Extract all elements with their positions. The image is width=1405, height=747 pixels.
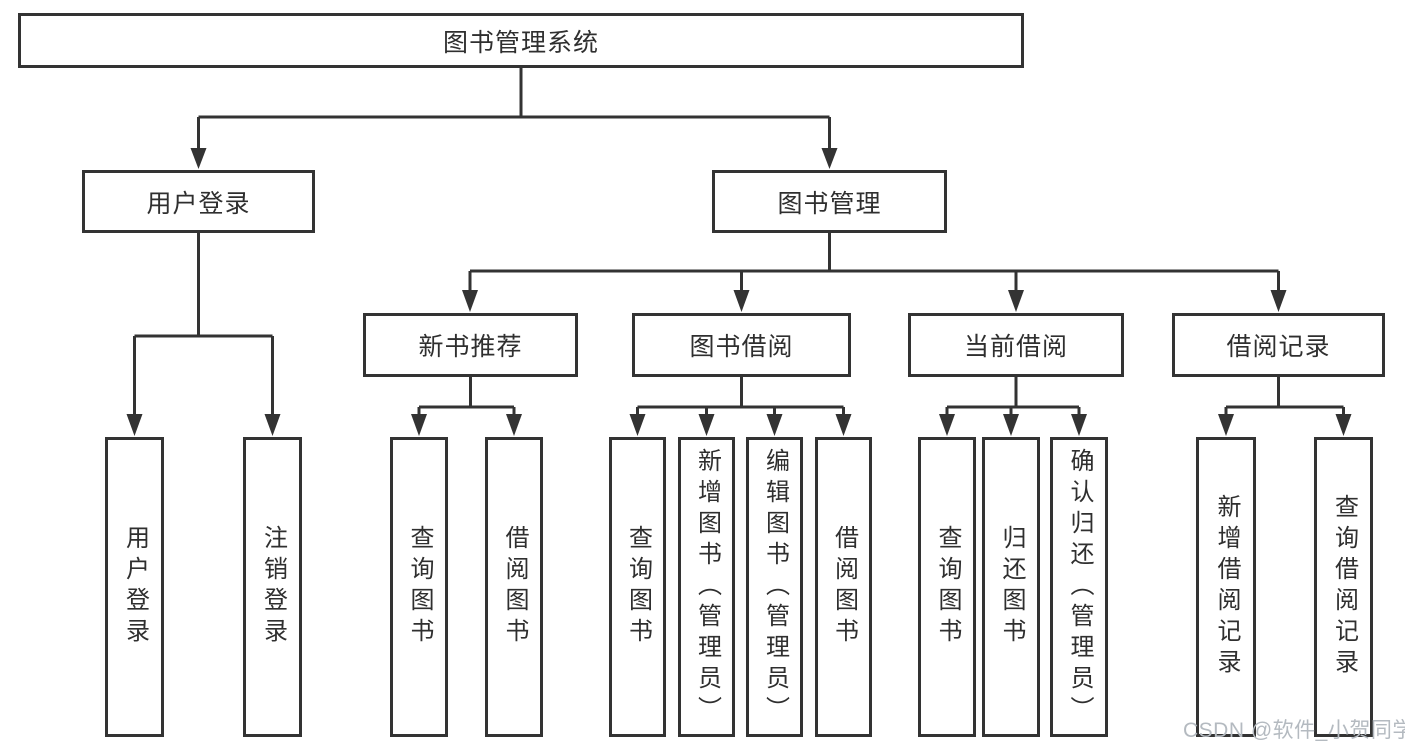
connector-current-borrow xyxy=(945,377,1081,415)
node-current-borrow-label: 当前借阅 xyxy=(963,333,1068,361)
node-borrow-records: 借阅记录 xyxy=(1172,313,1385,377)
leaf-query-books-recommend: 查询图书 xyxy=(390,437,448,737)
leaf-query-books-borrow-label: 查询图书 xyxy=(624,525,652,649)
leaf-query-borrow-record-label: 查询借阅记录 xyxy=(1330,494,1358,680)
node-book-borrow: 图书借阅 xyxy=(632,313,851,377)
node-user-login-label: 用户登录 xyxy=(146,189,251,218)
node-book-borrow-label: 图书借阅 xyxy=(689,333,794,361)
connector-user-login xyxy=(133,233,274,415)
leaf-user-login: 用户登录 xyxy=(105,437,164,737)
leaf-borrow-books-borrow-label: 借阅图书 xyxy=(830,525,858,649)
leaf-logout: 注销登录 xyxy=(243,437,302,737)
leaf-borrow-books-recommend: 借阅图书 xyxy=(485,437,543,737)
arrowheads xyxy=(126,148,1352,436)
leaf-query-books-recommend-label: 查询图书 xyxy=(406,525,433,649)
leaf-edit-book-admin-label: 编辑图书（管理员） xyxy=(761,447,789,727)
leaf-logout-label: 注销登录 xyxy=(259,525,287,649)
node-root-label: 图书管理系统 xyxy=(442,28,599,57)
leaf-add-borrow-record: 新增借阅记录 xyxy=(1196,437,1256,737)
leaf-query-books-current-label: 查询图书 xyxy=(934,525,961,649)
connector-book-borrow xyxy=(636,377,845,415)
leaf-confirm-return-admin-label: 确认归还（管理员） xyxy=(1066,447,1093,727)
node-borrow-records-label: 借阅记录 xyxy=(1226,333,1331,361)
leaf-return-books-label: 归还图书 xyxy=(998,525,1025,649)
node-current-borrow: 当前借阅 xyxy=(908,313,1124,377)
leaf-add-book-admin-label: 新增图书（管理员） xyxy=(693,447,721,727)
watermark: CSDN @软件_小贺同学 xyxy=(1183,719,1405,742)
leaf-confirm-return-admin: 确认归还（管理员） xyxy=(1050,437,1108,737)
leaf-borrow-books-borrow: 借阅图书 xyxy=(815,437,872,737)
node-new-book-recommend: 新书推荐 xyxy=(363,313,578,377)
node-book-management: 图书管理 xyxy=(712,170,947,233)
node-new-book-recommend-label: 新书推荐 xyxy=(418,333,523,361)
leaf-query-borrow-record: 查询借阅记录 xyxy=(1314,437,1373,737)
leaf-return-books: 归还图书 xyxy=(982,437,1040,737)
leaf-add-book-admin: 新增图书（管理员） xyxy=(678,437,735,737)
connector-book-management xyxy=(468,233,1280,290)
node-user-login: 用户登录 xyxy=(82,170,315,233)
node-book-management-label: 图书管理 xyxy=(777,189,882,218)
node-root: 图书管理系统 xyxy=(18,13,1024,68)
leaf-query-books-current: 查询图书 xyxy=(918,437,976,737)
leaf-query-books-borrow: 查询图书 xyxy=(609,437,666,737)
leaf-user-login-label: 用户登录 xyxy=(121,525,149,649)
connector-borrow-record xyxy=(1224,377,1345,415)
connector-root xyxy=(197,68,831,148)
leaf-add-borrow-record-label: 新增借阅记录 xyxy=(1213,494,1240,680)
leaf-borrow-books-recommend-label: 借阅图书 xyxy=(501,525,528,649)
connector-new-book xyxy=(417,377,516,415)
leaf-edit-book-admin: 编辑图书（管理员） xyxy=(746,437,803,737)
